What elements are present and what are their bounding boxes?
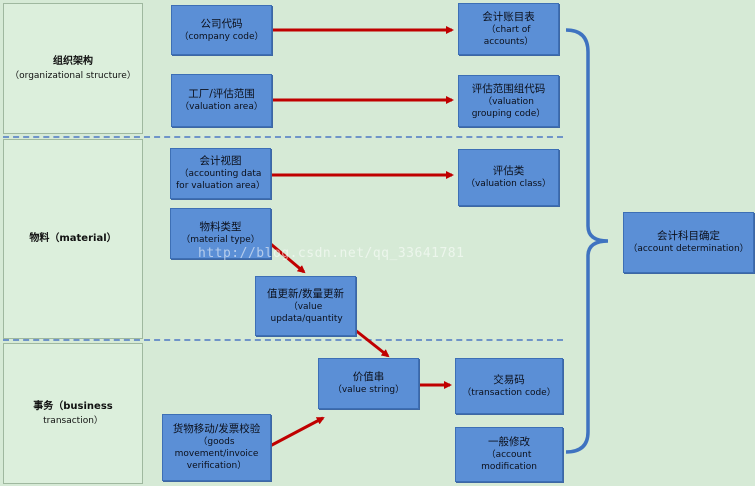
box-title: 价值串 (352, 371, 385, 383)
box-subtitle: （valuation area） (180, 102, 263, 112)
section-business-transaction: 事务（business transaction） (3, 343, 143, 484)
box-subtitle: （value updata/quantity (270, 301, 343, 324)
box-company-code: 公司代码 （company code） (171, 5, 272, 55)
arrow-material-type-to-update (265, 238, 306, 274)
box-title: 值更新/数量更新 (266, 287, 345, 300)
section-title: 物料（material） (29, 233, 117, 244)
box-material-type: 物料类型 （material type） (170, 208, 271, 259)
box-title: 公司代码 (200, 17, 243, 30)
box-title: 交易码 (493, 373, 525, 386)
box-subtitle: （account modification (481, 450, 537, 472)
box-goods-movement: 货物移动/发票校验 （goods movement/invoice verifi… (162, 414, 271, 481)
box-title: 评估范围组代码 (471, 82, 546, 95)
box-transaction-code: 交易码 （transaction code） (455, 358, 563, 414)
box-valuation-grouping-code: 评估范围组代码 （valuation grouping code） (458, 75, 559, 127)
box-subtitle: （account determination） (628, 244, 749, 254)
box-chart-of-accounts: 会计账目表 （chart of accounts） (458, 3, 559, 55)
box-subtitle: （chart of accounts） (483, 24, 534, 47)
box-title: 货物移动/发票校验 (172, 423, 261, 435)
box-title: 评估类 (492, 165, 525, 177)
section-organizational-structure: 组织架构 （organizational structure） (3, 3, 143, 134)
box-valuation-area: 工厂/评估范围 （valuation area） (171, 74, 272, 127)
box-valuation-class: 评估类 （valuation class） (458, 149, 559, 206)
watermark-text: http://blog.csdn.net/qq_33641781 (198, 246, 465, 261)
section-material: 物料（material） (3, 139, 143, 339)
brace-account-determination (565, 28, 609, 454)
section-subtitle: （organizational structure） (10, 70, 136, 81)
divider-bottom (3, 339, 563, 341)
box-title: 工厂/评估范围 (188, 88, 255, 100)
box-subtitle: （valuation class） (465, 179, 551, 189)
box-title: 会计科目确定 (657, 230, 720, 242)
box-title: 会计视图 (199, 155, 242, 167)
divider-top (3, 136, 563, 138)
box-subtitle: （company code） (179, 31, 264, 42)
box-subtitle: （valuation grouping code） (471, 96, 546, 119)
section-subtitle: transaction） (43, 415, 103, 426)
box-account-modification: 一般修改 （account modification (455, 427, 563, 482)
box-title: 会计账目表 (482, 10, 535, 23)
box-title: 物料类型 (199, 221, 242, 233)
box-account-determination: 会计科目确定 （account determination） (623, 212, 754, 273)
box-subtitle: （transaction code） (462, 387, 556, 398)
arrow-goods-movement-to-value-string (269, 416, 325, 448)
box-value-string: 价值串 （value string） (318, 358, 419, 409)
box-subtitle: （value string） (332, 385, 405, 395)
box-accounting-view: 会计视图 （accounting data for valuation area… (170, 148, 271, 199)
box-value-quantity-update: 值更新/数量更新 （value updata/quantity (255, 276, 356, 336)
section-title: 组织架构 (53, 55, 93, 67)
box-title: 一般修改 (488, 436, 530, 448)
section-title: 事务（business (33, 400, 113, 412)
box-subtitle: （material type） (181, 235, 260, 245)
box-subtitle: （goods movement/invoice verification） (174, 437, 259, 471)
arrow-update-to-value-string (349, 324, 390, 358)
box-subtitle: （accounting data for valuation area） (176, 169, 265, 191)
